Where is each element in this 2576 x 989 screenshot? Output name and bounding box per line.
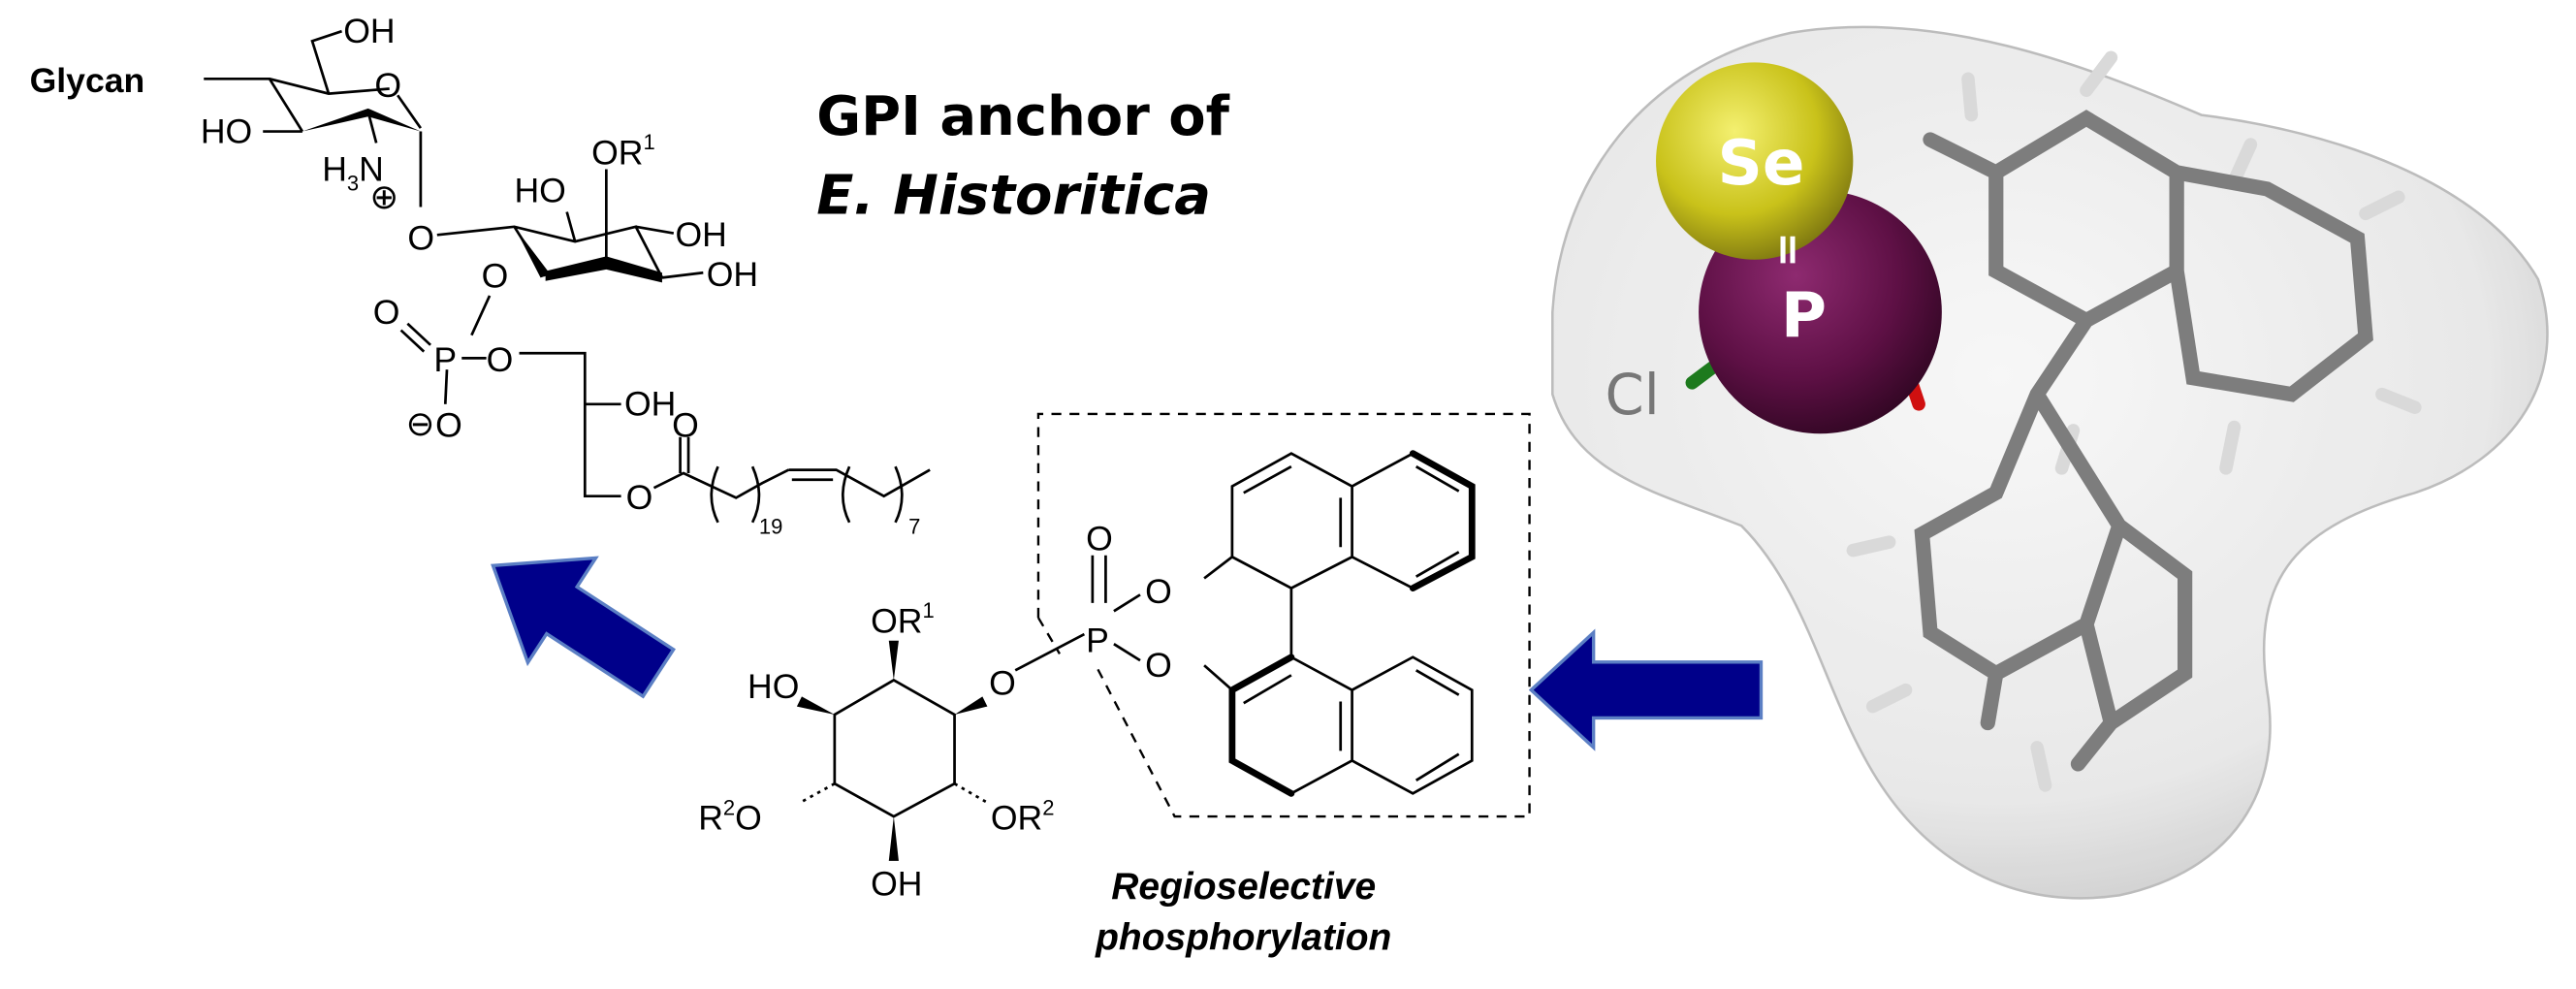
ring-oxygen-label: O [374,66,401,105]
linking-oxygen-label: O [989,664,1016,703]
binol-phosphoryl-oxygen-label: O [1086,520,1113,558]
title-line-2: E. Historitica [816,164,1211,227]
upper-naphthalene [1230,450,1476,591]
selenium-label: Se [1717,127,1804,200]
carbonyl-oxygen-label: O [672,406,699,445]
title-line-1: GPI anchor of [816,85,1229,148]
repeat-count-19: 19 [759,515,783,539]
or1-label: OR1 [871,598,935,640]
binol-upper-oxygen-label: O [1145,572,1172,611]
caption-line-2: phosphorylation [1095,916,1391,958]
anionic-oxygen-label: O [435,406,462,445]
ring-o-bond [397,94,422,129]
binol-lower-oxygen-label: O [1145,646,1172,685]
ball-and-stick-skeleton [1846,50,2422,792]
plus-charge: ⊕ [369,177,398,216]
oh-label: OH [624,385,676,424]
chlorine-label: Cl [1606,363,1660,428]
repeat-count-7: 7 [908,515,920,539]
oh-label: OH [707,255,758,294]
double-bond-label: = [1764,232,1813,268]
phosphorus-label: P [1781,279,1827,352]
ho-label: HO [747,667,799,706]
lower-naphthalene [1228,654,1474,797]
repeat-brackets [710,465,904,524]
minus-charge: ⊖ [406,404,435,443]
molecular-model-3d: Se = P Cl [1551,25,2549,900]
arrow-to-binol-phosphate [1528,628,1764,751]
phosphorus-label: P [433,340,457,379]
binol-phosphorus-label: P [1086,622,1109,660]
phosphate-bonds [1014,555,1293,691]
oh-label: OH [676,215,727,254]
glucosamine-bonds [204,29,423,207]
phosphodiester-lipid-bonds [399,295,931,499]
ester-oxygen-label: O [487,340,514,379]
r2o-label: R2O [698,795,762,837]
glucosamine-wedges [302,108,421,132]
phosphoryl-oxygen-label: O [373,293,400,332]
or2-label: OR2 [991,795,1055,837]
ho-label: HO [514,171,565,209]
inositol-hashed-bonds [801,782,987,804]
oh-label: OH [343,12,395,50]
inositol-binol-phosphate-structure: OR1 HO O R2O OR2 OH P O O O [698,412,1531,903]
caption-line-1: Regioselective [1111,866,1376,908]
inositol-ring [833,678,956,818]
glycosidic-oxygen-label: O [407,219,434,258]
selenium-sphere [1656,62,1854,260]
inositol-chair-bonds [436,169,704,279]
binol-highlight-box [1036,412,1531,818]
ho-label: HO [201,112,252,150]
or1-label: OR1 [591,130,655,172]
acyl-oxygen-label: O [626,478,653,517]
gpi-anchor-structure: Glycan OH O HO H3N ⊕ O HO OR1 OH OH O O … [30,12,931,539]
oh-label: OH [871,864,922,903]
glycan-label: Glycan [30,61,145,100]
ammonium-label: H3N [322,149,384,195]
phosphate-oxygen-label: O [482,257,509,296]
arrow-to-gpi [491,556,676,699]
inositol-wedges [796,640,988,861]
inositol-chair-wedges [514,226,662,283]
